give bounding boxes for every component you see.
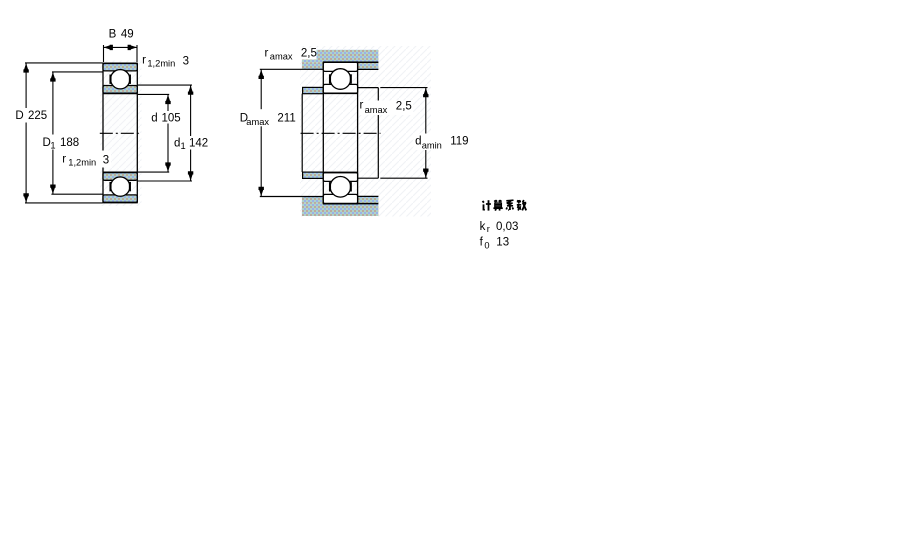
svg-text:d: d: [174, 137, 180, 149]
svg-text:0: 0: [484, 240, 489, 250]
svg-text:105: 105: [162, 113, 181, 125]
svg-text:49: 49: [121, 29, 134, 41]
svg-text:D: D: [43, 137, 51, 149]
svg-text:1,2min: 1,2min: [68, 158, 96, 168]
svg-text:d: d: [151, 113, 157, 125]
svg-text:2,5: 2,5: [396, 101, 412, 113]
svg-text:f: f: [480, 236, 484, 248]
svg-text:D: D: [15, 110, 23, 122]
svg-text:211: 211: [277, 112, 295, 124]
svg-text:r: r: [360, 100, 364, 112]
svg-text:0,03: 0,03: [496, 221, 518, 233]
svg-text:142: 142: [189, 137, 208, 149]
svg-text:B: B: [109, 29, 117, 41]
svg-text:2,5: 2,5: [301, 47, 317, 59]
svg-text:188: 188: [60, 137, 79, 149]
svg-text:amax: amax: [270, 51, 293, 61]
svg-text:1: 1: [181, 141, 186, 151]
svg-text:1,2min: 1,2min: [147, 58, 175, 68]
svg-text:r: r: [62, 153, 66, 165]
svg-text:amax: amax: [246, 117, 269, 127]
svg-text:119: 119: [450, 135, 468, 147]
svg-text:r: r: [265, 47, 269, 59]
svg-text:3: 3: [103, 154, 109, 166]
svg-text:amin: amin: [422, 141, 442, 151]
svg-text:D: D: [240, 112, 248, 124]
svg-text:amax: amax: [365, 105, 388, 115]
svg-text:3: 3: [183, 55, 189, 67]
svg-text:d: d: [415, 135, 421, 147]
svg-text:k: k: [480, 221, 486, 233]
svg-text:r: r: [487, 224, 490, 234]
svg-text:225: 225: [28, 110, 47, 122]
svg-text:r: r: [142, 55, 146, 67]
svg-text:13: 13: [496, 236, 509, 248]
svg-text:1: 1: [50, 141, 55, 151]
